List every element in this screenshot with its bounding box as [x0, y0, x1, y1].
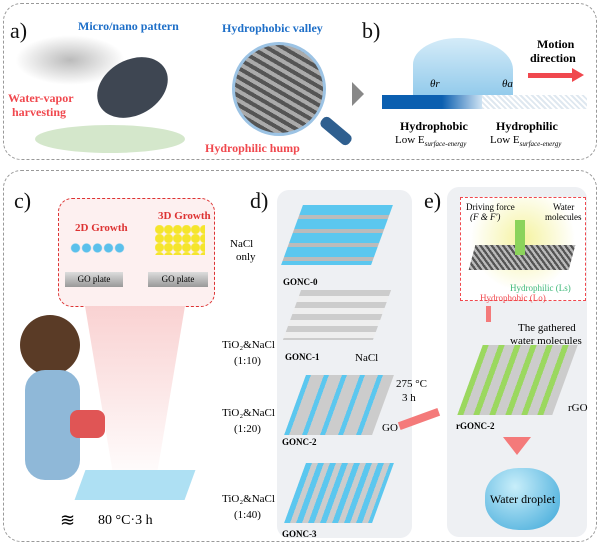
- temp-label: 275 °C: [396, 378, 427, 390]
- hydrophobic-label: Hydrophobic: [400, 119, 468, 133]
- step1-ratio: (1:10): [234, 355, 261, 367]
- condition-label: 80 °C·3 h: [98, 513, 153, 528]
- motion-label-2: direction: [530, 51, 576, 65]
- low-e-text: Low E: [490, 134, 520, 146]
- motion-arrow-icon: [528, 73, 573, 78]
- water-droplet-label: Water droplet: [489, 491, 556, 506]
- go-plate-right: GO plate: [148, 272, 208, 287]
- gathered-label-2: water molecules: [510, 335, 582, 347]
- heat-icon: ≋: [60, 510, 76, 530]
- panel-e-label: e): [424, 188, 442, 213]
- gonc3-label: GONC-3: [282, 529, 317, 539]
- hydrophobic-lo-label: Hydrophobic (Lo): [480, 293, 546, 303]
- water-molecules-2: molecules: [545, 212, 582, 222]
- substrate-block: [74, 470, 196, 500]
- gonc0-label: GONC-0: [283, 277, 318, 287]
- growth-2d-label: 2D Growth: [75, 222, 128, 234]
- motion-label-1: Motion: [537, 37, 575, 51]
- down-arrow-icon: [503, 437, 531, 455]
- hydrophobic-energy: Low Esurface-energy: [395, 134, 466, 148]
- growth-3d-label: 3D Growth: [158, 210, 211, 222]
- low-e-text: Low E: [395, 134, 425, 146]
- step2-ratio: (1:20): [234, 423, 261, 435]
- up-arrow-icon: [486, 306, 491, 322]
- theta-a: θa: [502, 78, 513, 90]
- go-annotation: GO: [382, 422, 398, 434]
- hydrophilic-hump-label: Hydrophilic hump: [205, 141, 300, 155]
- na-ions: [70, 243, 125, 253]
- step3-reagent: TiO₂&NaCl: [222, 493, 275, 505]
- child-illustration: [20, 315, 80, 375]
- rgonc2-label: rGONC-2: [456, 421, 495, 431]
- watering-can: [70, 410, 105, 438]
- panel-ab-frame: [3, 3, 597, 160]
- gonc1-stack: [282, 290, 392, 340]
- theta-r: θr: [430, 78, 440, 90]
- nacl-annotation: NaCl: [355, 352, 379, 364]
- gray-arrow-icon: [352, 82, 364, 106]
- hydrophobic-surface: [382, 95, 482, 109]
- water-droplet: Water droplet: [485, 468, 560, 530]
- grass: [35, 125, 185, 153]
- e-sub: surface-energy: [424, 140, 467, 149]
- hydrophilic-energy: Low Esurface-energy: [490, 134, 561, 148]
- gonc1-label: GONC-1: [285, 352, 320, 362]
- magnifier-lens: [232, 42, 326, 136]
- panel-cde-frame: [3, 170, 597, 542]
- gathered-label-1: The gathered: [518, 322, 576, 334]
- hydrophobic-valley-label: Hydrophobic valley: [222, 21, 323, 35]
- go-plate-left: GO plate: [65, 272, 123, 287]
- droplet-shape: [413, 38, 513, 96]
- time-label: 3 h: [402, 392, 416, 404]
- step1-reagent: TiO₂&NaCl: [222, 339, 275, 351]
- hydrophilic-surface: [482, 95, 587, 109]
- water-molecules-1: Water: [553, 202, 575, 212]
- step0-reagent: NaCl: [230, 238, 254, 250]
- tio2-ions: [155, 225, 205, 255]
- water-vapor-label-2: harvesting: [12, 105, 66, 119]
- go-plate-label: GO plate: [77, 274, 111, 284]
- green-pillar: [515, 220, 525, 255]
- rgo-annotation: rGO: [568, 402, 588, 414]
- step3-ratio: (1:40): [234, 509, 261, 521]
- step0-ratio: only: [236, 251, 256, 263]
- e-sub: surface-energy: [519, 140, 562, 149]
- panel-d-label: d): [250, 188, 269, 213]
- step2-reagent: TiO₂&NaCl: [222, 407, 275, 419]
- go-plate-label: GO plate: [161, 274, 195, 284]
- motion-arrowhead: [572, 68, 584, 82]
- driving-force-1: Driving force: [466, 202, 515, 212]
- panel-b-label: b): [362, 18, 381, 43]
- hydrophilic-label: Hydrophilic: [496, 119, 558, 133]
- micro-nano-label: Micro/nano pattern: [78, 19, 179, 33]
- panel-c-label: c): [14, 188, 32, 213]
- gonc2-label: GONC-2: [282, 437, 317, 447]
- hydrophilic-ls-label: Hydrophilic (Ls): [510, 283, 571, 293]
- water-vapor-label-1: Water-vapor: [8, 91, 74, 105]
- driving-force-2: (F & F'): [470, 212, 501, 222]
